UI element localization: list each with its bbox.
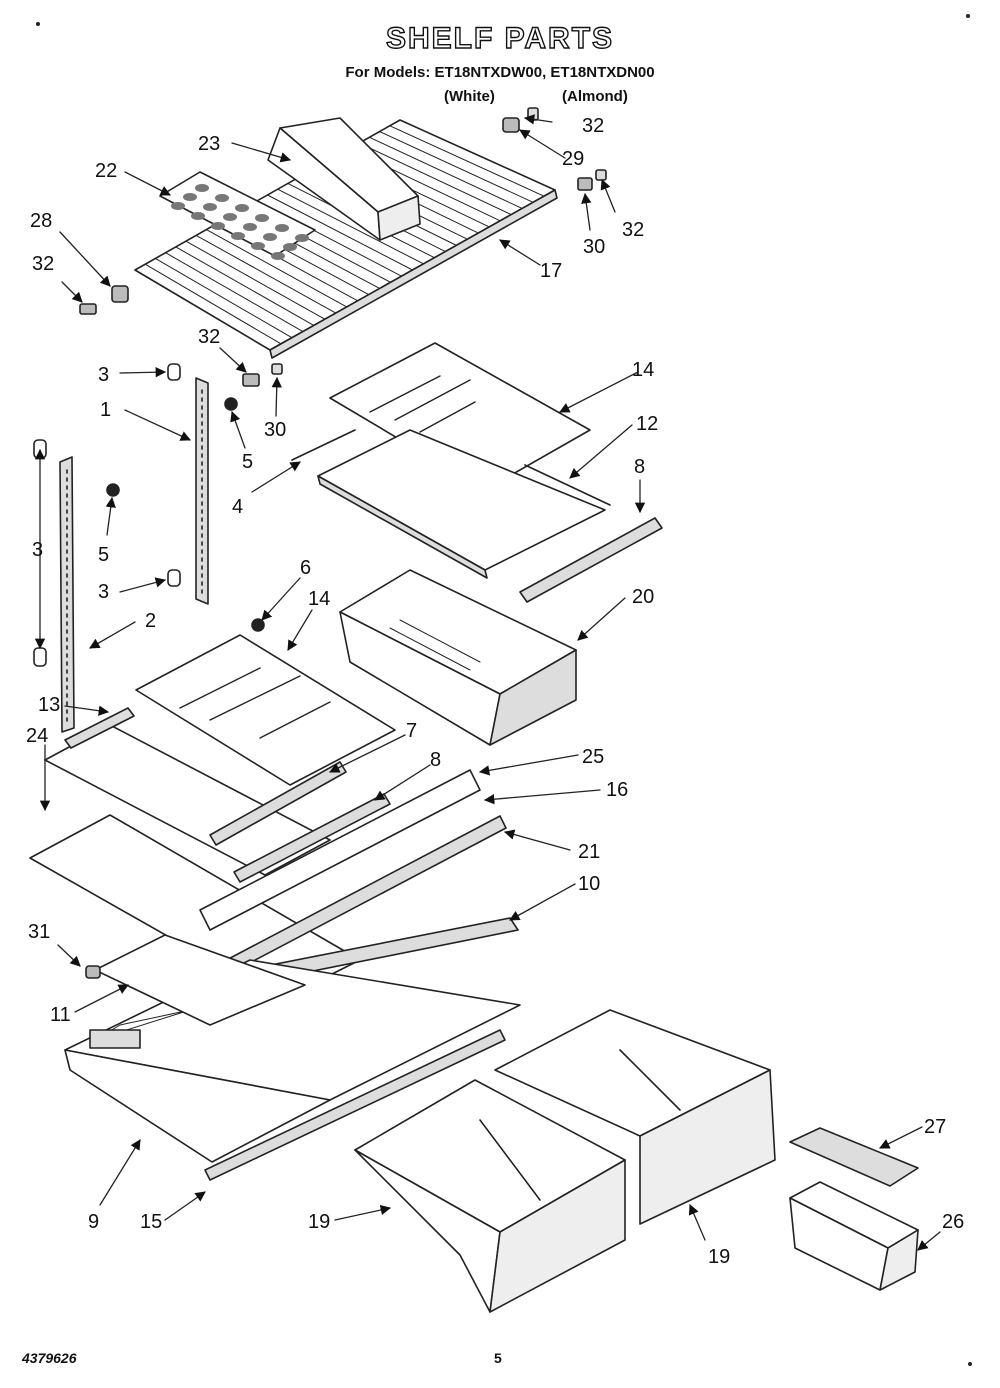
callout-7: 7 <box>406 720 417 742</box>
crisper-cover-11 <box>85 934 306 1026</box>
egg-tray-22 <box>159 171 316 260</box>
callout-17: 17 <box>540 260 562 282</box>
callout-20: 20 <box>632 586 654 608</box>
shelf-wire <box>154 257 293 339</box>
callout-12: 12 <box>636 413 658 435</box>
egg-cup <box>251 242 265 250</box>
egg-cup <box>271 252 285 260</box>
callout-30a: 30 <box>583 236 605 258</box>
callout-22: 22 <box>95 160 117 182</box>
callout-16: 16 <box>606 779 628 801</box>
callout-8b: 8 <box>430 749 441 771</box>
crisper-drawer-19-left <box>354 1079 626 1313</box>
shelf-wire <box>267 194 413 271</box>
meat-drawer-20 <box>339 569 577 746</box>
callout-11: 11 <box>50 1004 71 1026</box>
callout-27: 27 <box>924 1116 946 1138</box>
egg-cup <box>171 202 185 210</box>
callout-14b: 14 <box>308 588 330 610</box>
callout-3c: 3 <box>98 581 109 603</box>
callout-8a: 8 <box>634 456 645 478</box>
page-title: SHELF PARTS <box>385 21 615 55</box>
callout-32a: 32 <box>582 115 604 137</box>
egg-cup <box>223 213 237 221</box>
egg-cup <box>231 232 245 240</box>
shelf-bracket-28 <box>79 285 129 315</box>
callout-10: 10 <box>578 873 600 895</box>
callout-15: 15 <box>140 1211 162 1233</box>
shelf-rail-2 <box>33 439 265 733</box>
shelf-wire <box>144 263 282 345</box>
callout-14a: 14 <box>632 359 654 381</box>
shelf-wire <box>175 246 315 326</box>
egg-cup <box>183 193 197 201</box>
dairy-cover-27 <box>789 1127 919 1187</box>
egg-cup <box>191 212 205 220</box>
corner-mark-top-right <box>966 14 970 18</box>
shelf-rail-1 <box>167 363 209 605</box>
doc-number: 4379626 <box>22 1350 77 1366</box>
shelf-wire <box>185 240 326 320</box>
callout-5b: 5 <box>98 544 109 566</box>
shelf-wire <box>389 125 545 197</box>
variant-almond: (Almond) <box>562 88 628 105</box>
trim-strip-8-upper <box>519 517 663 603</box>
egg-cup <box>215 194 229 202</box>
callout-2: 2 <box>145 610 156 632</box>
egg-cup <box>295 234 309 242</box>
shelf-frame-12 <box>291 429 611 579</box>
callout-3a: 3 <box>98 364 109 386</box>
callout-30b: 30 <box>264 419 286 441</box>
callout-19b: 19 <box>708 1246 730 1268</box>
egg-cup <box>203 203 217 211</box>
callout-21: 21 <box>578 841 600 863</box>
variant-white: (White) <box>444 88 495 105</box>
models-line: For Models: ET18NTXDW00, ET18NTXDN00 <box>345 64 655 81</box>
callout-25: 25 <box>582 746 604 768</box>
callout-32d: 32 <box>198 326 220 348</box>
callout-19a: 19 <box>308 1211 330 1233</box>
egg-cup <box>275 224 289 232</box>
callout-29: 29 <box>562 148 584 170</box>
callout-24: 24 <box>26 725 48 747</box>
egg-cup <box>211 222 225 230</box>
callout-6: 6 <box>300 557 311 579</box>
corner-mark-top-left <box>36 22 40 26</box>
egg-cup <box>243 223 257 231</box>
egg-cup <box>195 184 209 192</box>
callout-leaders <box>34 114 941 1251</box>
callout-32c: 32 <box>32 253 54 275</box>
callout-5a: 5 <box>242 451 253 473</box>
shelf-wire <box>379 131 534 203</box>
dairy-bin-26 <box>789 1181 919 1291</box>
egg-cup <box>255 214 269 222</box>
shelf-wire <box>358 142 512 216</box>
egg-cup <box>235 204 249 212</box>
shelf-wire <box>277 188 424 265</box>
wire-shelf-17 <box>134 119 558 359</box>
page-number: 5 <box>494 1350 502 1366</box>
shelf-wire <box>195 234 337 314</box>
callout-26: 26 <box>942 1211 964 1233</box>
shelf-wire <box>165 252 304 333</box>
callout-13: 13 <box>38 694 60 716</box>
egg-cup <box>263 233 277 241</box>
callout-1: 1 <box>100 399 111 421</box>
egg-cup <box>283 243 297 251</box>
callout-23: 23 <box>198 133 220 155</box>
callout-31: 31 <box>28 921 50 943</box>
callout-4: 4 <box>232 496 243 518</box>
shelf-wire <box>205 229 348 308</box>
door-bin-23 <box>267 117 421 241</box>
crisper-drawer-19-right <box>494 1009 776 1225</box>
callout-9: 9 <box>88 1211 99 1233</box>
corner-mark-bottom-right <box>968 1362 972 1366</box>
callout-28: 28 <box>30 210 52 232</box>
callout-32b: 32 <box>622 219 644 241</box>
callout-3b: 3 <box>32 539 43 561</box>
glass-shelf-14-lower <box>135 634 396 786</box>
shelf-wire <box>368 136 523 209</box>
